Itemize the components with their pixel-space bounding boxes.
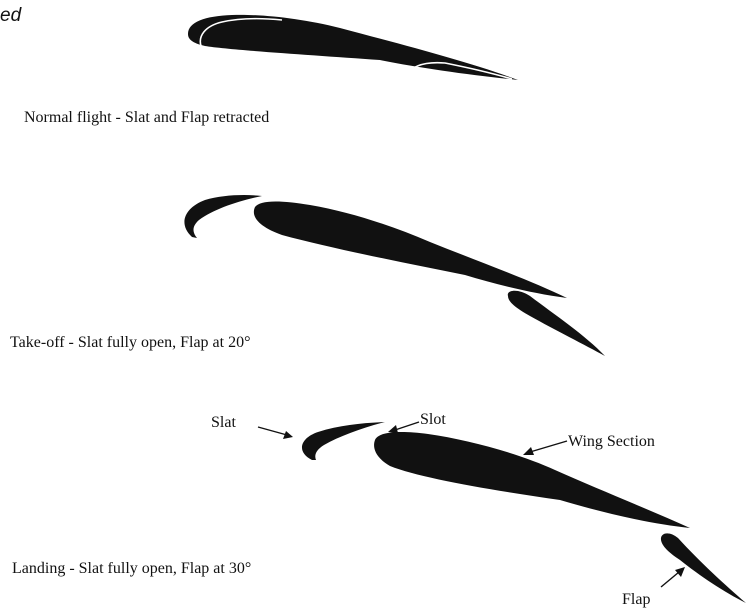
flap-callout-label: Flap bbox=[622, 591, 650, 608]
landing-wing-section bbox=[374, 432, 690, 528]
slat-callout-label: Slat bbox=[211, 414, 236, 431]
takeoff-wing-section bbox=[253, 201, 567, 298]
normal-flight-wing-shape bbox=[188, 14, 518, 81]
slot-callout-arrow bbox=[388, 421, 420, 433]
landing-flap bbox=[660, 533, 746, 603]
normal-flight-slat-seam bbox=[199, 17, 283, 47]
flap-callout-arrow bbox=[660, 567, 685, 588]
slot-callout-label: Slot bbox=[420, 411, 446, 428]
takeoff-caption: Take-off - Slat fully open, Flap at 20° bbox=[10, 334, 250, 351]
takeoff-flap bbox=[507, 290, 605, 356]
wing-section-callout-arrow bbox=[523, 440, 568, 455]
normal-flight-flap-seam bbox=[409, 61, 513, 80]
cropped-caption-fragment: ed bbox=[0, 5, 23, 26]
normal-flight-caption: Normal flight - Slat and Flap retracted bbox=[24, 109, 269, 126]
slat-callout-arrow bbox=[257, 426, 293, 439]
normal-flight-airfoil bbox=[188, 14, 518, 81]
landing-slat bbox=[301, 422, 385, 460]
takeoff-slat bbox=[184, 195, 262, 238]
wing-section-callout-label: Wing Section bbox=[568, 433, 655, 450]
landing-airfoil bbox=[301, 422, 746, 603]
takeoff-airfoil bbox=[184, 195, 605, 356]
landing-caption: Landing - Slat fully open, Flap at 30° bbox=[12, 560, 251, 577]
